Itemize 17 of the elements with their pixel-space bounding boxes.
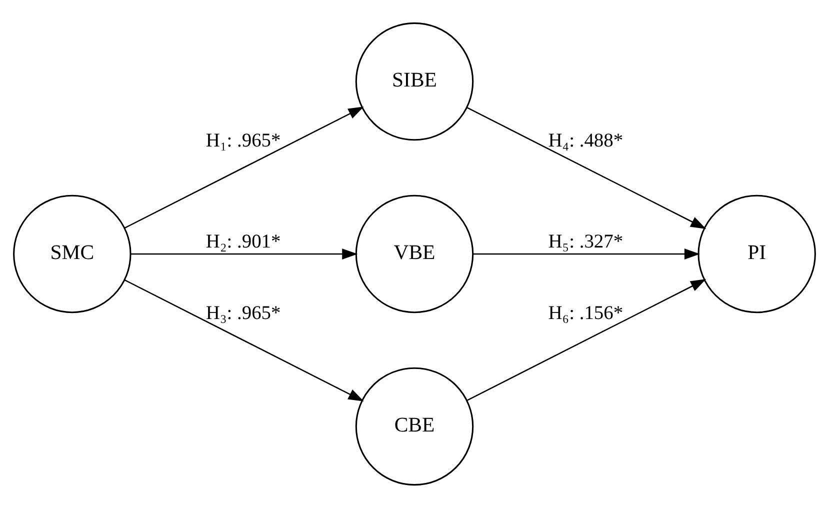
arrow: [124, 106, 364, 229]
arrow: [124, 279, 364, 402]
node-circle: SMC: [13, 194, 132, 314]
node-circle: VBE: [355, 194, 474, 314]
arrow: [466, 106, 706, 229]
edge-label: H₅: .327*: [548, 232, 624, 253]
node-circle: SIBE: [355, 22, 474, 141]
edge-label: H₃: .965*: [206, 302, 281, 324]
edge-label: H₂: .901*: [206, 232, 281, 253]
node-circle: PI: [698, 194, 816, 314]
arrow: [130, 248, 358, 260]
edge-label: H₄: .488*: [548, 130, 624, 152]
edge-label: H₆: .156*: [548, 302, 624, 324]
arrow: [473, 248, 700, 260]
edge-label: H₁: .965*: [206, 130, 281, 152]
arrow: [466, 279, 706, 402]
node-circle: CBE: [355, 367, 474, 486]
